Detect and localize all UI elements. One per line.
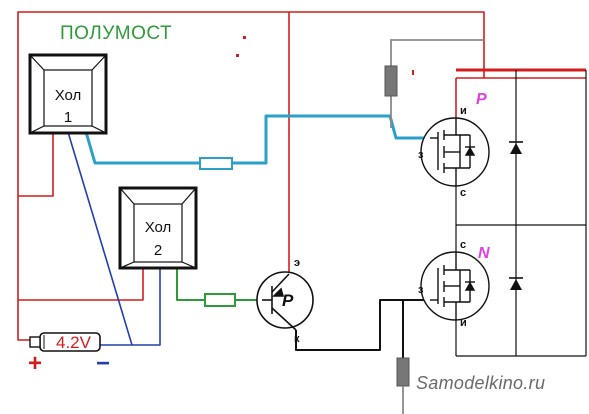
n-mosfet-symbol [420, 251, 490, 321]
resistor-gate-bottom [396, 357, 410, 387]
diode-upper [510, 143, 522, 154]
resistor-hall1 [199, 157, 233, 170]
n-mosfet-type-label: N [478, 245, 490, 262]
hall-sensor-1-label: Хол [54, 87, 82, 104]
battery-minus-sign: − [96, 350, 111, 377]
transistor-type-label: P [282, 291, 294, 310]
n-mosfet-source-pin: и [460, 317, 467, 329]
transistor-emitter-pin: э [294, 257, 301, 269]
diode-lower [510, 279, 522, 290]
hall-sensor-2-label: Хол [144, 219, 172, 236]
positive-wiring [17, 11, 586, 341]
hall-sensor-2-number: 2 [153, 242, 163, 259]
diagram-title: ПОЛУМОСТ [60, 23, 173, 44]
p-mosfet-type-label: P [476, 91, 487, 108]
negative-wiring [67, 131, 161, 346]
hall-sensor-2-body [118, 186, 198, 270]
transistor-collector-pin: к [294, 333, 300, 345]
p-mosfet-symbol [420, 117, 490, 187]
gate-drive-wiring [295, 299, 430, 358]
gate-pullup-wiring [390, 39, 484, 128]
battery-voltage-label: 4.2V [56, 333, 91, 352]
p-mosfet-source-pin: и [460, 105, 467, 117]
p-mosfet-drain-pin: с [460, 187, 467, 199]
hall-sensor-1-number: 1 [63, 109, 73, 126]
p-mosfet-gate-pin: з [418, 149, 424, 161]
battery-symbol [29, 332, 101, 352]
hall1-signal-wire [84, 114, 430, 165]
n-mosfet-drain-pin: с [460, 239, 467, 251]
resistor-gate-top [384, 65, 398, 97]
red-dots [236, 36, 414, 75]
n-mosfet-gate-pin: з [418, 284, 424, 296]
battery-plus-sign: + [28, 350, 43, 377]
hall-sensor-1-body [28, 53, 108, 135]
pnp-transistor-symbol [256, 271, 314, 331]
watermark: Samodelkino.ru [416, 373, 546, 393]
resistor-hall2 [204, 293, 236, 307]
bridge-rails [455, 70, 587, 357]
